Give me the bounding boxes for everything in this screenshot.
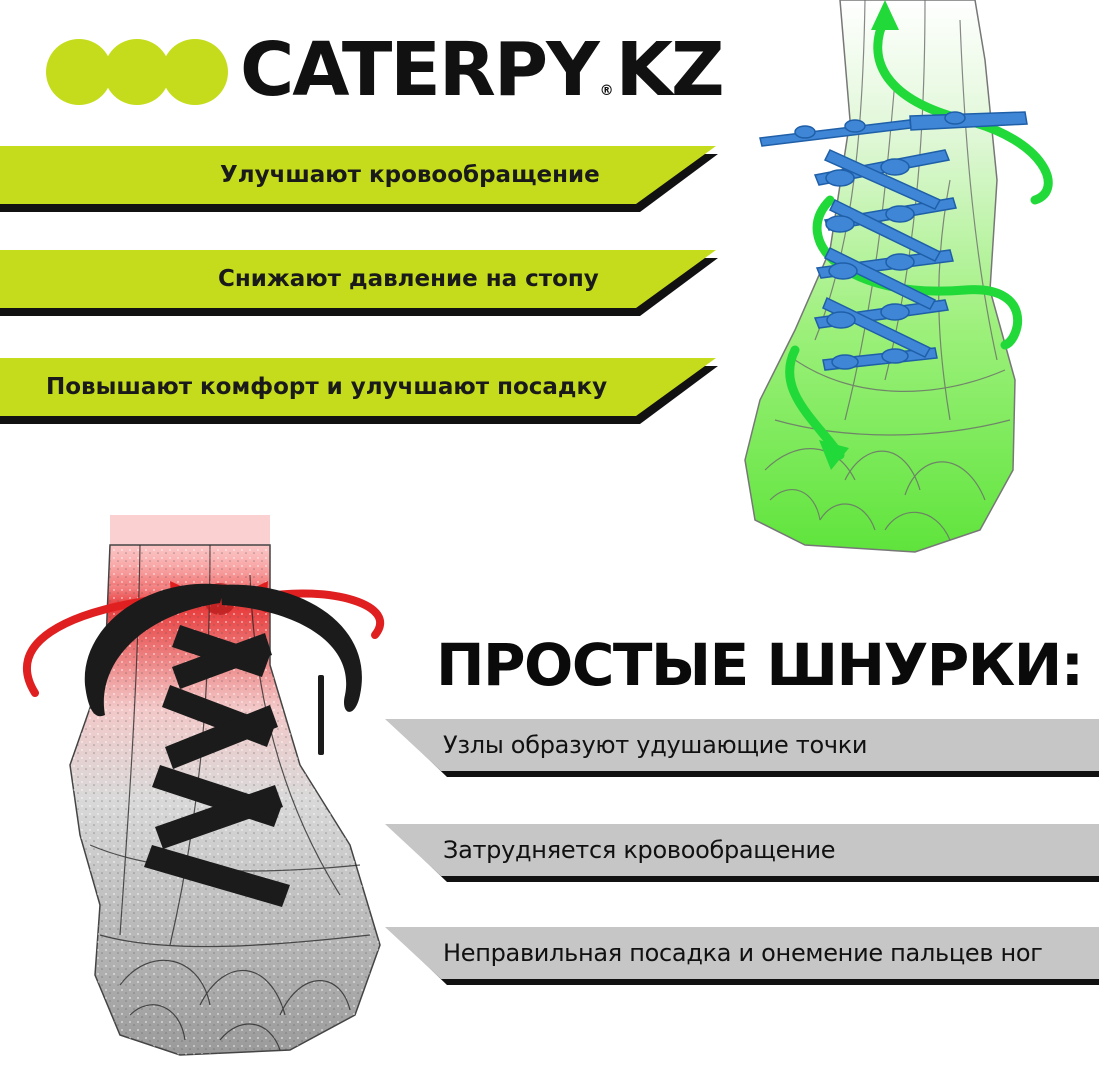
benefit-banner-3: Повышают комфорт и улучшают посадку <box>0 358 720 428</box>
drawback-label: Затрудняется кровообращение <box>443 836 836 864</box>
drawback-label: Неправильная посадка и онемение пальцев … <box>443 939 1043 967</box>
brand-name-right: KZ <box>615 27 725 113</box>
drawback-label: Узлы образуют удушающие точки <box>443 731 868 759</box>
benefit-label: Снижают давление на стопу <box>218 266 599 292</box>
registered-mark: ® <box>599 83 614 99</box>
drawback-banner-1: Узлы образуют удушающие точки <box>385 719 1099 781</box>
headline: ПРОСТЫЕ ШНУРКИ: <box>436 631 1084 699</box>
benefit-label: Повышают комфорт и улучшают посадку <box>46 374 608 400</box>
brand-logo: CATERPY®KZ <box>240 27 725 131</box>
foot-pressure-illustration <box>22 515 385 1056</box>
benefit-label: Улучшают кровообращение <box>220 162 600 188</box>
drawback-banner-2: Затрудняется кровообращение <box>385 824 1099 886</box>
benefit-banner-1: Улучшают кровообращение <box>0 146 720 216</box>
brand-name-left: CATERPY <box>240 27 600 113</box>
benefit-banner-2: Снижают давление на стопу <box>0 250 720 320</box>
logo-dots-icon <box>46 39 228 105</box>
foot-green-illustration <box>744 0 1053 553</box>
drawback-banner-3: Неправильная посадка и онемение пальцев … <box>385 927 1099 989</box>
